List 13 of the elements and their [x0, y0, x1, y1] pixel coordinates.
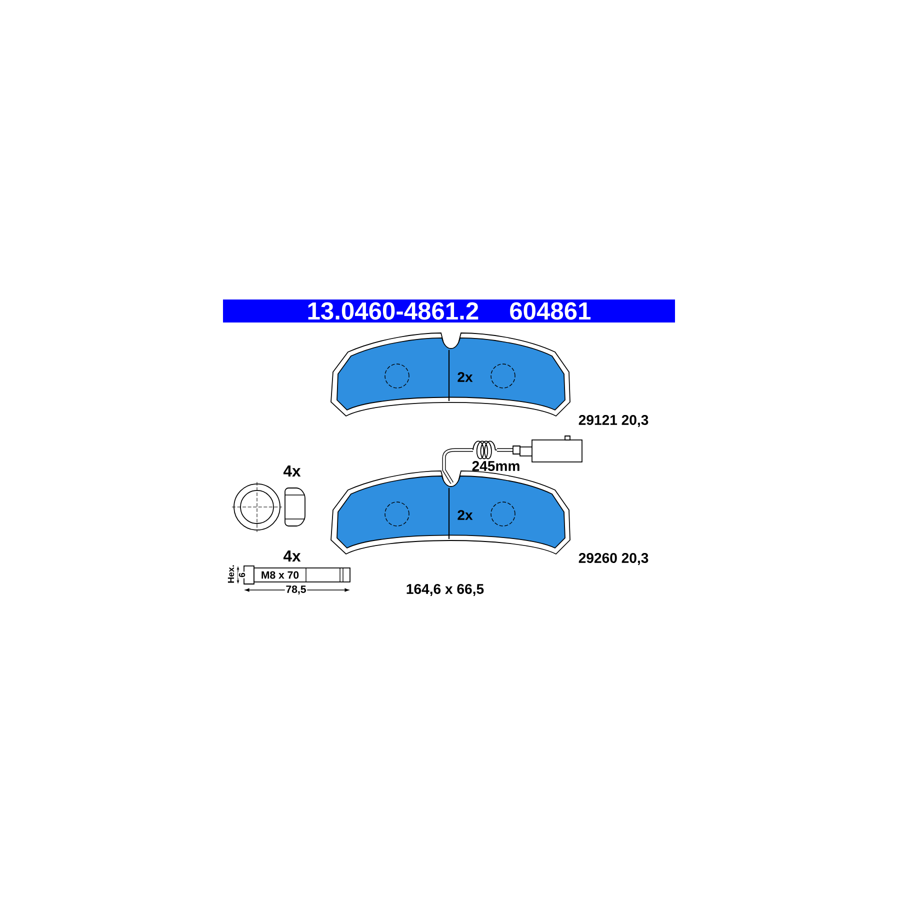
pad-number: 29260 20,3	[578, 553, 648, 565]
pad-number: 29121 20,3	[578, 415, 648, 427]
dimension-label: 245mm	[472, 461, 520, 471]
bolt-size-label: M8 x 70	[262, 571, 299, 579]
brake-pad: 2x	[330, 332, 570, 416]
header-band: 13.0460-4861.2 604861	[223, 300, 675, 322]
quantity-label: 4x	[283, 550, 301, 562]
dimension-label: 164,6 x 66,5	[406, 584, 484, 596]
brake-pad: 2x	[330, 470, 570, 554]
dimension-label: 78,5	[284, 584, 308, 596]
dimension-label: 6	[238, 572, 246, 578]
dimension-label: Hex.	[228, 565, 234, 583]
quantity-label: 4x	[283, 466, 301, 476]
